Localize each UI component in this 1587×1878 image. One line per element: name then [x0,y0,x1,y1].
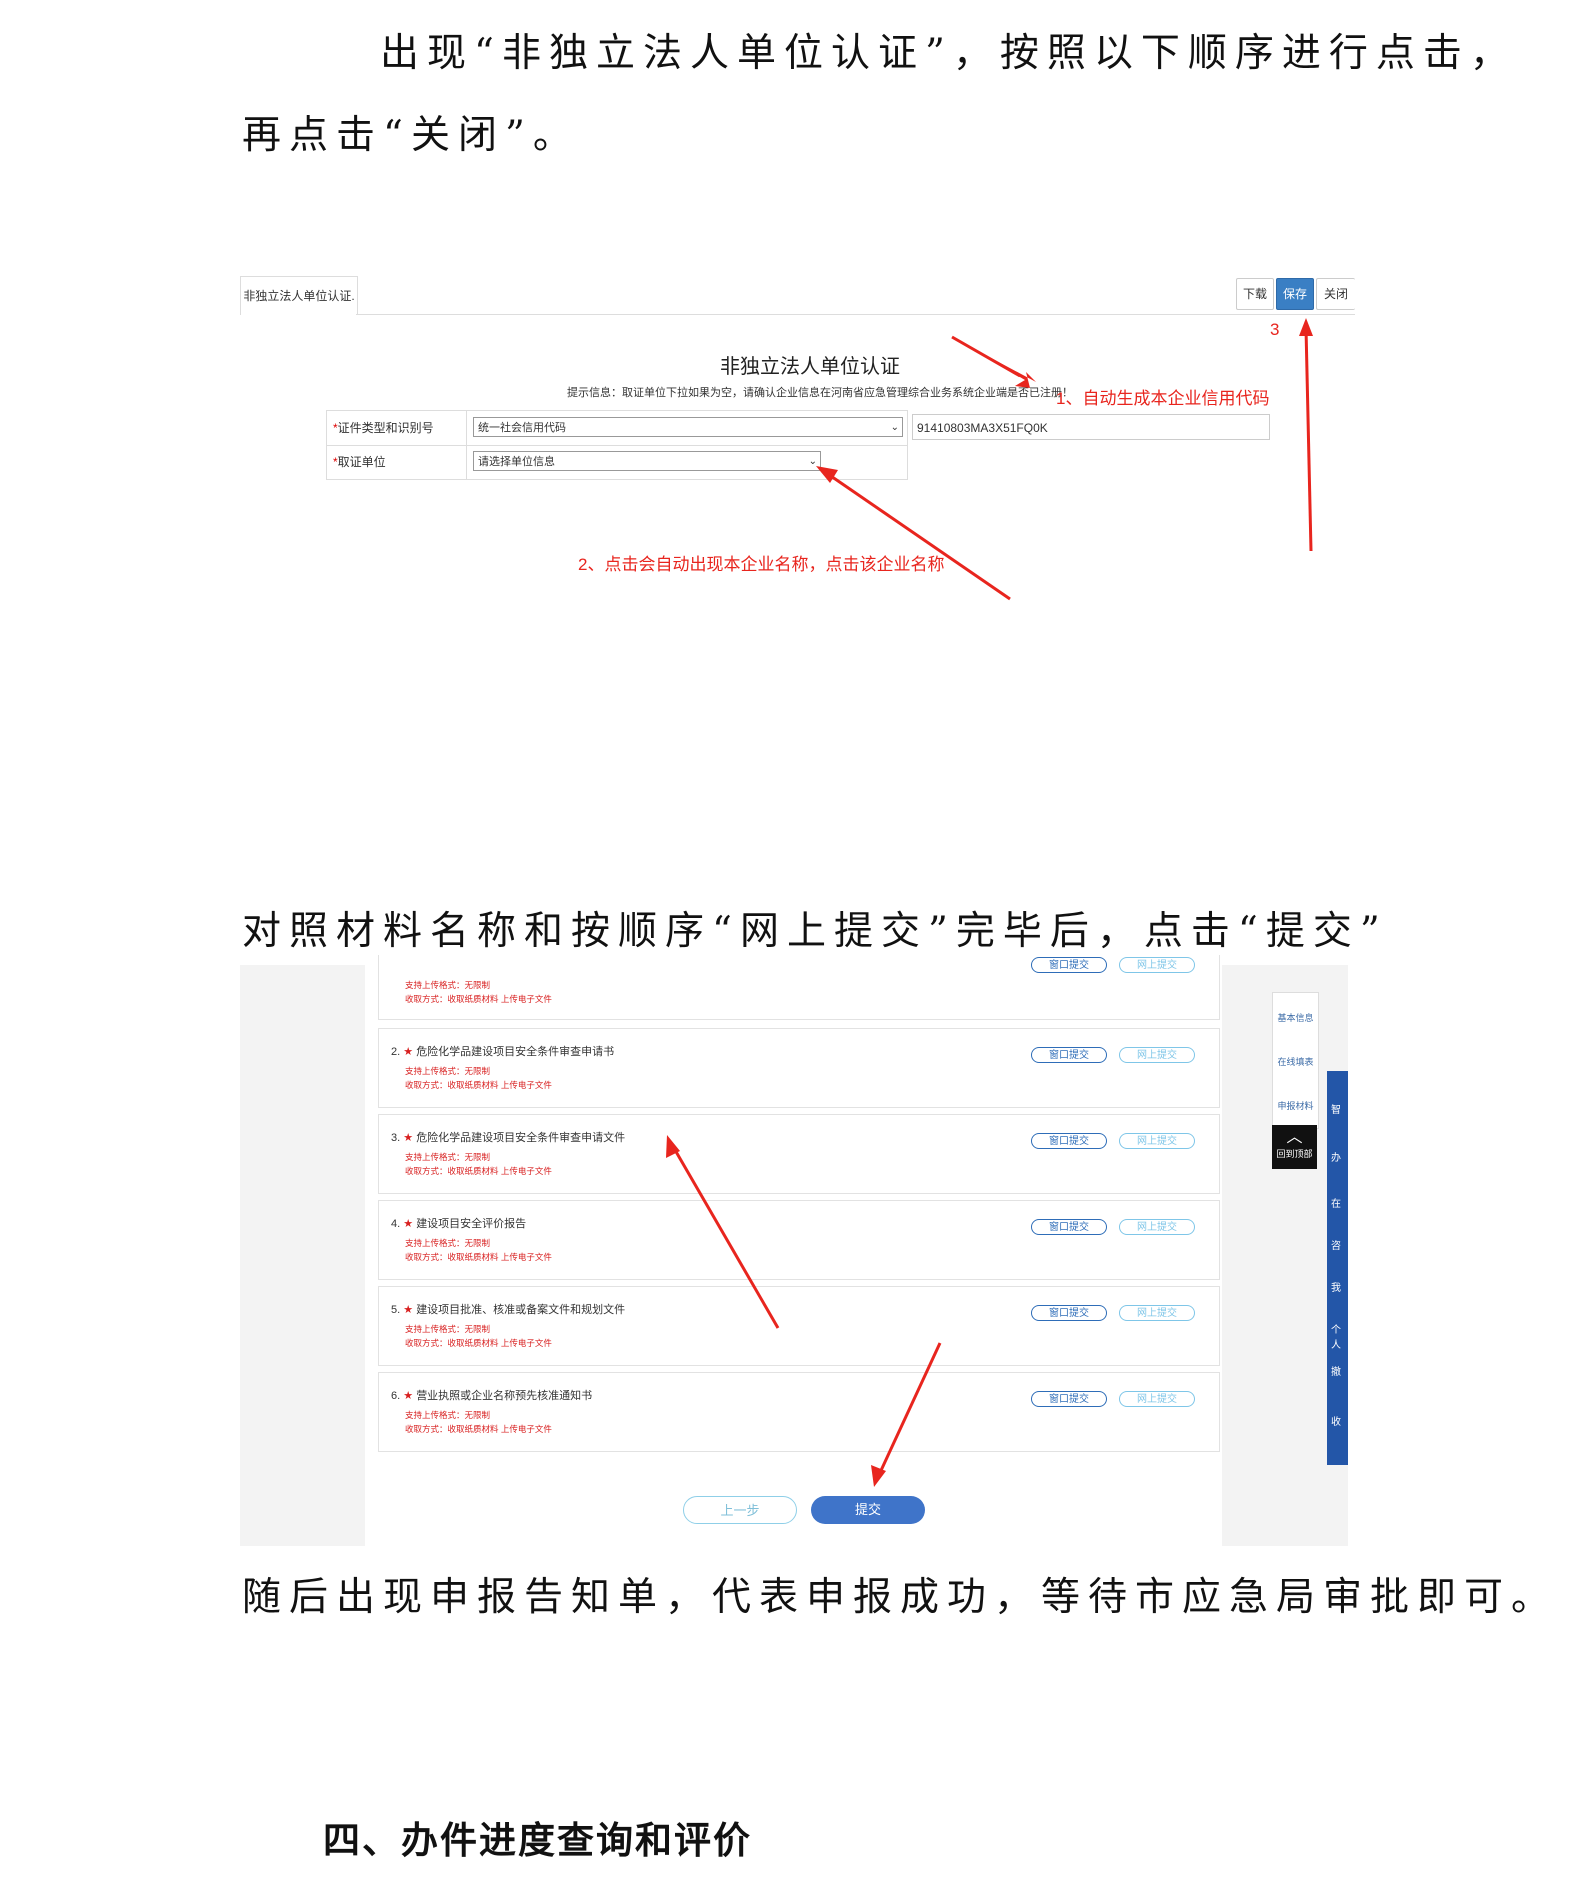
item-title: 6. ★ 营业执照或企业名称预先核准通知书 [391,1390,593,1402]
arrow-lower-head [871,1465,886,1487]
section-heading: 四、办件进度查询和评价 [323,1819,752,1862]
submit-button[interactable]: 提交 [811,1496,925,1524]
item-method: 收取方式：收取纸质材料 上传电子文件 [405,1338,552,1348]
field-label: *证件类型和识别号 [327,411,467,445]
list-item: 支持上传格式：无限制 收取方式：收取纸质材料 上传电子文件 窗口提交 网上提交 [378,955,1220,1020]
chevron-down-icon: ⌄ [890,422,899,433]
star-icon: ★ [403,1046,414,1058]
service-bar-label: 办 [1331,1153,1341,1164]
online-submit-button[interactable]: 网上提交 [1119,1391,1195,1407]
arrow-upper-shaft [669,1142,780,1329]
close-button[interactable]: 关闭 [1316,278,1355,310]
chevron-down-icon: ⌄ [808,456,817,467]
field-label: *取证单位 [327,445,467,479]
item-title: 3. ★ 危险化学品建设项目安全条件审查申请文件 [391,1132,626,1144]
online-submit-button[interactable]: 网上提交 [1119,1219,1195,1235]
tab-non-independent-cert[interactable]: 非独立法人单位认证. [240,276,358,315]
arrow-step-2-head [816,466,838,483]
service-bar-label: 收 [1331,1417,1341,1428]
prev-step-button[interactable]: 上一步 [683,1496,797,1524]
annotation-arrows [666,1135,942,1487]
item-formats: 支持上传格式：无限制 [405,1152,491,1162]
star-icon: ★ [403,1218,414,1230]
hint-text: 提示信息：取证单位下拉如果为空，请确认企业信息在河南省应急管理综合业务系统企业端… [567,387,1073,399]
service-bar-label: 个人 [1331,1325,1341,1351]
arrow-step-1-shaft [951,335,1021,378]
item-formats: 支持上传格式：无限制 [405,1324,491,1334]
annotation-step-1: 1、自动生成本企业信用代码 [1056,389,1270,408]
item-title: 4. ★ 建设项目安全评价报告 [391,1218,527,1230]
star-icon: ★ [403,1390,414,1402]
window-submit-button[interactable]: 窗口提交 [1031,1047,1107,1063]
item-method: 收取方式：收取纸质材料 上传电子文件 [405,1166,552,1176]
arrow-lower-shaft [876,1342,942,1478]
item-formats: 支持上传格式：无限制 [405,1410,491,1420]
certification-screenshot: 非独立法人单位认证. 下载 保存 关闭 非独立法人单位认证 提示信息：取证单位下… [240,276,1355,606]
arrow-step-3-shaft [1304,327,1313,552]
item-method: 收取方式：收取纸质材料 上传电子文件 [405,1080,552,1090]
side-nav-item[interactable]: 基本信息 [1277,1013,1314,1023]
list-item: 5. ★ 建设项目批准、核准或备案文件和规划文件 支持上传格式：无限制 收取方式… [378,1286,1220,1366]
save-button[interactable]: 保存 [1276,278,1314,310]
service-bar-label: 咨 [1331,1241,1341,1252]
item-title: 5. ★ 建设项目批准、核准或备案文件和规划文件 [391,1304,626,1316]
service-bar-label: 在 [1331,1199,1341,1210]
item-formats: 支持上传格式：无限制 [405,980,491,990]
online-submit-button[interactable]: 网上提交 [1119,957,1195,973]
chevron-up-icon: ︿ [1286,1129,1303,1146]
online-submit-button[interactable]: 网上提交 [1119,1133,1195,1149]
list-item: 4. ★ 建设项目安全评价报告 支持上传格式：无限制 收取方式：收取纸质材料 上… [378,1200,1220,1280]
paragraph-line: 出现“非独立法人单位认证”，按照以下顺序进行点击， [380,31,1517,76]
star-icon: ★ [403,1304,414,1316]
arrow-step-1 [952,337,1036,388]
item-formats: 支持上传格式：无限制 [405,1066,491,1076]
arrow-step-3-head [1299,318,1313,336]
list-item: 6. ★ 营业执照或企业名称预先核准通知书 支持上传格式：无限制 收取方式：收取… [378,1372,1220,1452]
cert-type-select[interactable]: 统一社会信用代码⌄ [473,417,903,437]
item-formats: 支持上传格式：无限制 [405,1238,491,1248]
annotation-step-2: 2、点击会自动出现本企业名称，点击该企业名称 [578,555,945,574]
online-submit-button[interactable]: 网上提交 [1119,1305,1195,1321]
annotation-step-3: 3 [1270,320,1280,339]
back-to-top-label: 回到顶部 [1276,1149,1313,1159]
paragraph-line: 再点击“关闭”。 [242,113,580,158]
item-method: 收取方式：收取纸质材料 上传电子文件 [405,1252,552,1262]
service-bar-label: 撤 [1331,1367,1341,1378]
item-title: 2. ★ 危险化学品建设项目安全条件审查申请书 [391,1046,615,1058]
window-submit-button[interactable]: 窗口提交 [1031,1305,1107,1321]
form-row: *证件类型和识别号 统一社会信用代码⌄ [327,411,907,446]
paragraph-line: 对照材料名称和按顺序“网上提交”完毕后，点击“提交” [242,909,1388,954]
list-item: 2. ★ 危险化学品建设项目安全条件审查申请书 支持上传格式：无限制 收取方式：… [378,1028,1220,1108]
materials-panel: 支持上传格式：无限制 收取方式：收取纸质材料 上传电子文件 窗口提交 网上提交 … [365,955,1222,1546]
annotation-arrows [816,318,1313,601]
paragraph-line: 随后出现申报告知单，代表申报成功，等待市应急局审批即可。 [242,1575,1559,1620]
tab-divider [356,314,1355,315]
service-bar-label: 智 [1331,1105,1341,1116]
service-bar-label: 我 [1331,1283,1341,1294]
online-submit-button[interactable]: 网上提交 [1119,1047,1195,1063]
form-row: *取证单位 请选择单位信息⌄ [327,445,907,479]
form-title: 非独立法人单位认证 [720,356,900,378]
window-submit-button[interactable]: 窗口提交 [1031,1133,1107,1149]
side-nav: 基本信息 在线填表 申报材料 [1272,992,1319,1129]
download-button[interactable]: 下载 [1236,278,1274,310]
window-submit-button[interactable]: 窗口提交 [1031,1391,1107,1407]
item-method: 收取方式：收取纸质材料 上传电子文件 [405,994,552,1004]
arrow-step-2-shaft [824,470,1011,601]
window-submit-button[interactable]: 窗口提交 [1031,1219,1107,1235]
star-icon: ★ [403,1132,414,1144]
unit-select[interactable]: 请选择单位信息⌄ [473,451,821,471]
materials-screenshot: 支持上传格式：无限制 收取方式：收取纸质材料 上传电子文件 窗口提交 网上提交 … [240,955,1348,1546]
arrow-upper-head [666,1135,680,1158]
floating-service-bar[interactable]: 智 办 在 咨 我 个人 撤 收 [1327,1071,1348,1465]
credit-code-field[interactable]: 91410803MA3X51FQ0K [912,414,1270,440]
side-nav-item[interactable]: 在线填表 [1277,1057,1314,1067]
form-table: *证件类型和识别号 统一社会信用代码⌄ *取证单位 请选择单位信息⌄ [326,410,908,480]
list-item: 3. ★ 危险化学品建设项目安全条件审查申请文件 支持上传格式：无限制 收取方式… [378,1114,1220,1194]
back-to-top-button[interactable]: ︿ 回到顶部 [1272,1125,1317,1169]
window-submit-button[interactable]: 窗口提交 [1031,957,1107,973]
item-method: 收取方式：收取纸质材料 上传电子文件 [405,1424,552,1434]
side-nav-item[interactable]: 申报材料 [1277,1101,1314,1111]
